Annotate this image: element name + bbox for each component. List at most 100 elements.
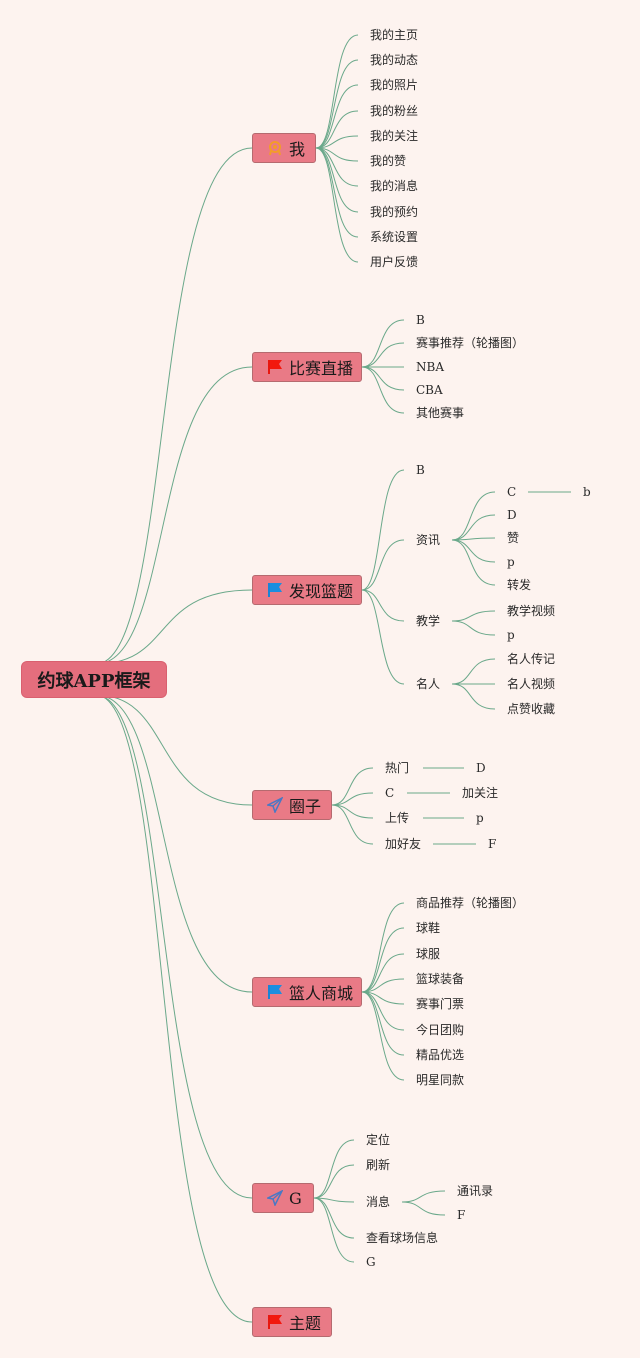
branch-label: 主题 xyxy=(289,1314,322,1333)
branch-topic-link xyxy=(315,147,359,187)
branch-label: 圈子 xyxy=(289,797,322,816)
topic-node[interactable]: 赛事推荐（轮播图） xyxy=(416,336,525,350)
root-label: 约球APP框架 xyxy=(37,670,151,692)
topic-node[interactable]: 用户反馈 xyxy=(370,255,419,269)
branch-topic-link xyxy=(331,804,374,845)
topic-node[interactable]: 我的赞 xyxy=(370,154,407,168)
branch-topic-link xyxy=(361,978,405,993)
branch-node[interactable]: 我 xyxy=(252,133,316,163)
paper-plane-icon xyxy=(265,796,284,814)
topic-node[interactable]: 今日团购 xyxy=(416,1023,465,1037)
topic-node[interactable]: p xyxy=(507,628,515,642)
branch-node[interactable]: 发现篮题 xyxy=(252,575,362,605)
branch-label: 发现篮题 xyxy=(289,582,354,601)
topic-node[interactable]: G xyxy=(366,1255,376,1269)
topic-node[interactable]: 球鞋 xyxy=(416,921,441,935)
branch-label: G xyxy=(289,1188,302,1208)
subtopic-link xyxy=(451,514,496,541)
branch-topic-link xyxy=(315,110,359,149)
topic-node[interactable]: 我的关注 xyxy=(370,129,419,143)
topic-node[interactable]: 转发 xyxy=(507,578,532,592)
branch-node[interactable]: 主题 xyxy=(252,1307,332,1337)
topic-node[interactable]: 我的消息 xyxy=(370,179,419,193)
topic-node[interactable]: 热门 xyxy=(385,761,410,775)
root-branch-link xyxy=(95,147,253,665)
topic-node[interactable]: 点赞收藏 xyxy=(507,702,556,716)
branch-topic-link xyxy=(361,953,405,993)
topic-node[interactable]: 赞 xyxy=(507,531,520,545)
branch-topic-link xyxy=(313,1197,355,1203)
topic-node[interactable]: 消息 xyxy=(366,1195,391,1209)
branch-topic-link xyxy=(361,539,405,591)
root-branch-link xyxy=(95,589,253,665)
topic-node[interactable]: 其他赛事 xyxy=(416,406,465,420)
topic-node[interactable]: 篮球装备 xyxy=(416,972,465,986)
topic-node[interactable]: 上传 xyxy=(385,811,410,825)
topic-node[interactable]: 教学 xyxy=(416,614,441,628)
topic-node[interactable]: D xyxy=(507,508,517,522)
topic-node[interactable]: 加关注 xyxy=(462,786,499,800)
topic-node[interactable]: 名人 xyxy=(416,677,441,691)
topic-node[interactable]: 系统设置 xyxy=(370,230,419,244)
topic-node[interactable]: 赛事门票 xyxy=(416,997,465,1011)
branch-topic-link xyxy=(331,767,374,806)
topic-node[interactable]: F xyxy=(488,837,497,851)
topic-node[interactable]: C xyxy=(385,786,395,800)
topic-node[interactable]: 刷新 xyxy=(366,1158,391,1172)
topic-node[interactable]: 我的预约 xyxy=(370,205,419,219)
branch-topic-link xyxy=(315,34,359,149)
topic-node[interactable]: F xyxy=(457,1208,466,1222)
subtopic-link xyxy=(451,539,496,563)
red-flag-icon xyxy=(267,1314,283,1330)
topic-node[interactable]: CBA xyxy=(416,383,443,397)
topic-node[interactable]: 资讯 xyxy=(416,533,441,547)
subtopic-link xyxy=(401,1201,446,1216)
topic-node[interactable]: C xyxy=(507,485,517,499)
branch-node[interactable]: 篮人商城 xyxy=(252,977,362,1007)
blue-flag-icon xyxy=(267,984,283,1000)
topic-node[interactable]: 我的动态 xyxy=(370,53,419,67)
topic-node[interactable]: 教学视频 xyxy=(507,604,556,618)
topic-node[interactable]: 商品推荐（轮播图） xyxy=(416,896,525,910)
topic-node[interactable]: 精品优选 xyxy=(416,1048,465,1062)
branch-node[interactable]: G xyxy=(252,1183,314,1213)
paper-plane-icon xyxy=(265,1189,284,1207)
branch-node[interactable]: 比赛直播 xyxy=(252,352,362,382)
topic-node[interactable]: p xyxy=(507,555,515,569)
branch-topic-link xyxy=(313,1197,355,1263)
branch-topic-link xyxy=(315,135,359,149)
topic-node[interactable]: 通讯录 xyxy=(457,1184,494,1198)
topic-node[interactable]: NBA xyxy=(416,360,444,374)
branch-topic-link xyxy=(361,469,405,591)
branch-node[interactable]: 圈子 xyxy=(252,790,332,820)
topic-node[interactable]: 我的粉丝 xyxy=(370,104,419,118)
branch-topic-link xyxy=(361,589,405,622)
root-branch-link xyxy=(95,366,253,665)
root-branch-link xyxy=(95,694,253,1323)
root-node[interactable]: 约球APP框架 xyxy=(22,662,166,697)
topic-node[interactable]: p xyxy=(476,811,484,825)
topic-node[interactable]: 球服 xyxy=(416,947,441,961)
topic-node[interactable]: b xyxy=(583,485,591,499)
branch-topic-link xyxy=(361,342,405,368)
root-branch-link xyxy=(95,694,253,806)
topic-node[interactable]: 我的照片 xyxy=(370,78,419,92)
topic-node[interactable]: D xyxy=(476,761,486,775)
topic-node[interactable]: 名人视频 xyxy=(507,677,556,691)
topic-node[interactable]: 我的主页 xyxy=(370,28,419,42)
branch-topic-link xyxy=(361,991,405,1031)
branch-topic-link xyxy=(315,59,359,149)
topic-node[interactable]: 明星同款 xyxy=(416,1073,465,1087)
subtopic-link xyxy=(451,539,496,586)
topic-node[interactable]: 加好友 xyxy=(385,837,422,851)
branch-topic-link xyxy=(313,1139,355,1199)
branch-label: 比赛直播 xyxy=(289,359,354,378)
topic-node[interactable]: B xyxy=(416,313,425,327)
branch-label: 篮人商城 xyxy=(289,984,354,1003)
topic-node[interactable]: 定位 xyxy=(366,1133,391,1147)
topic-node[interactable]: B xyxy=(416,463,425,477)
topic-node[interactable]: 查看球场信息 xyxy=(366,1231,439,1245)
award-icon xyxy=(267,140,283,156)
topic-node[interactable]: 名人传记 xyxy=(507,652,556,666)
